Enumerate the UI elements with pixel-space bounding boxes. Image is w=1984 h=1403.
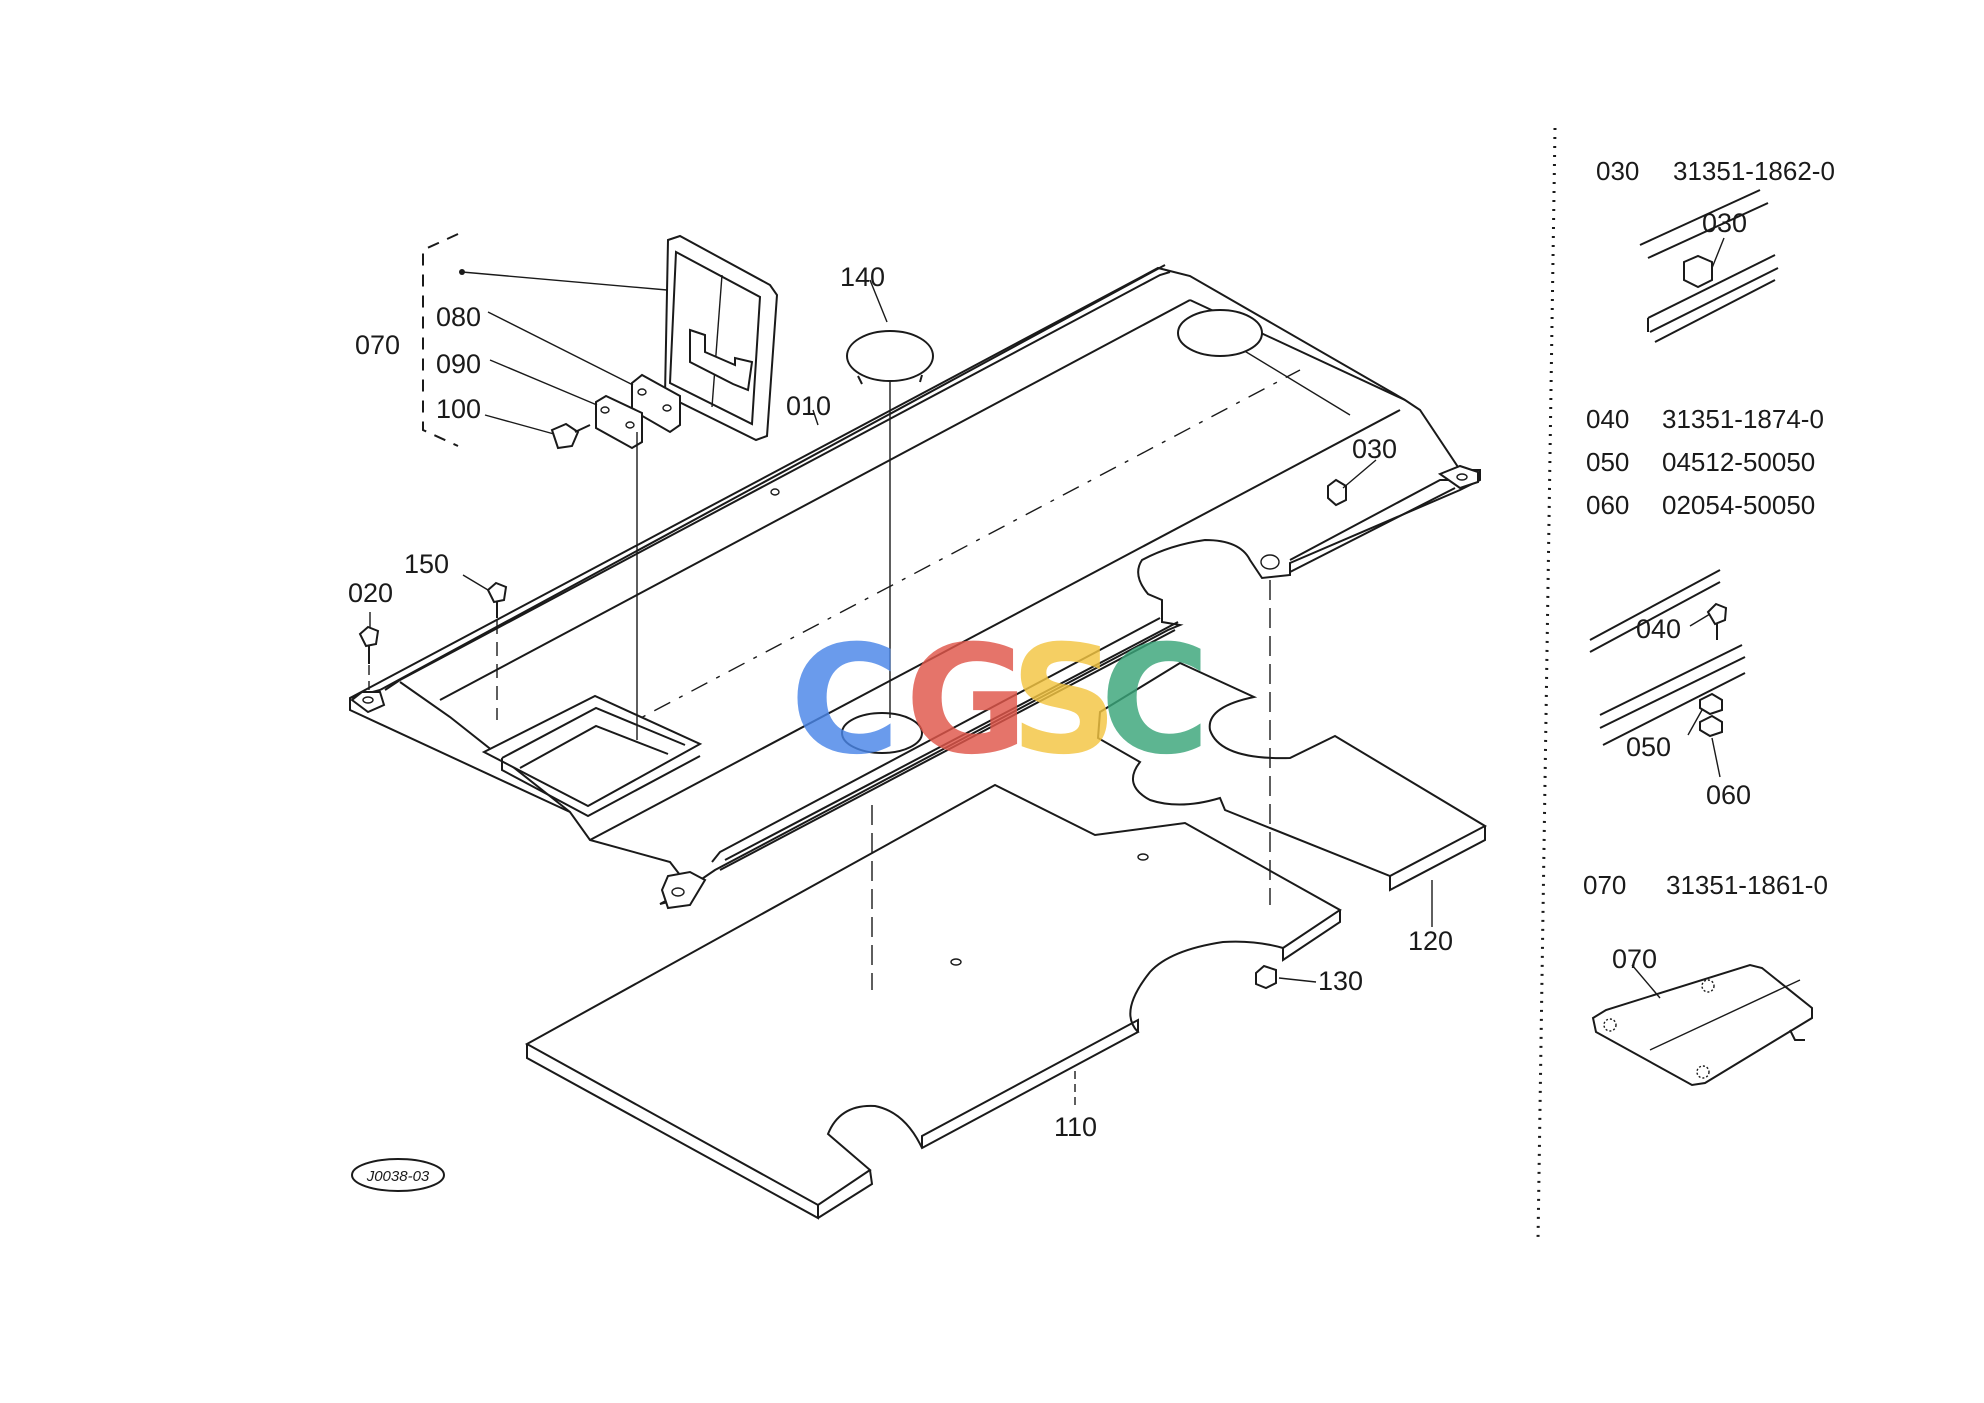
detail-040-label: 040 [1636, 614, 1681, 644]
callout-130: 130 [1318, 966, 1363, 996]
drawing-code: J0038-03 [351, 1158, 445, 1192]
detail-070-label: 070 [1612, 944, 1657, 974]
detail-040-050-060: 040 050 060 [1589, 569, 1751, 810]
entry-040-part: 31351-1874-0 [1662, 404, 1824, 434]
callout-labels: 070 080 090 100 010 140 150 020 030 120 … [348, 262, 1453, 1142]
clip-030 [1327, 478, 1347, 507]
callout-030: 030 [1352, 434, 1397, 464]
entry-040-num: 040 [1586, 404, 1629, 434]
nut-130 [1255, 964, 1277, 990]
entry-070-part: 31351-1861-0 [1666, 870, 1828, 900]
panel-divider [1536, 127, 1557, 1241]
bolt-150 [486, 581, 508, 618]
detail-030-label: 030 [1702, 208, 1747, 238]
watermark-logo: C G S C [790, 614, 1210, 788]
callout-080: 080 [436, 302, 481, 332]
callout-070: 070 [355, 330, 400, 360]
watermark-letter-c1: C [790, 614, 900, 788]
bolt-100 [550, 422, 591, 450]
detail-070: 070 [1591, 944, 1813, 1087]
entry-050-part: 04512-50050 [1662, 447, 1815, 477]
drawing-code-text: J0038-03 [366, 1168, 430, 1185]
callout-120: 120 [1408, 926, 1453, 956]
detail-050-label: 050 [1626, 732, 1671, 762]
floor-mat-110 [524, 783, 1342, 1220]
plate-090 [595, 394, 643, 450]
callout-140: 140 [840, 262, 885, 292]
callout-020: 020 [348, 578, 393, 608]
bolt-020 [358, 625, 380, 664]
parts-panel: 030 31351-1862-0 030 040 31351-1874-0 05… [1583, 156, 1835, 1087]
callout-010: 010 [786, 391, 831, 421]
watermark-letter-g: G [905, 614, 1028, 788]
detail-060-label: 060 [1706, 780, 1751, 810]
entry-030-part: 31351-1862-0 [1673, 156, 1835, 186]
cover-070 [663, 234, 779, 442]
entry-030-num: 030 [1596, 156, 1639, 186]
callout-150: 150 [404, 549, 449, 579]
entry-060-num: 060 [1586, 490, 1629, 520]
callout-090: 090 [436, 349, 481, 379]
plug-140 [846, 330, 934, 385]
entry-060-part: 02054-50050 [1662, 490, 1815, 520]
callout-110: 110 [1054, 1112, 1097, 1142]
callout-100: 100 [436, 394, 481, 424]
entry-050-num: 050 [1586, 447, 1629, 477]
watermark-letter-s: S [1010, 614, 1118, 788]
entry-070-num: 070 [1583, 870, 1626, 900]
detail-030: 030 [1639, 189, 1779, 343]
watermark-letter-c2: C [1100, 614, 1210, 788]
floor-mat-120 [1096, 661, 1488, 892]
guide-lines [368, 233, 1433, 1105]
floor-panel-010 [349, 264, 1481, 910]
